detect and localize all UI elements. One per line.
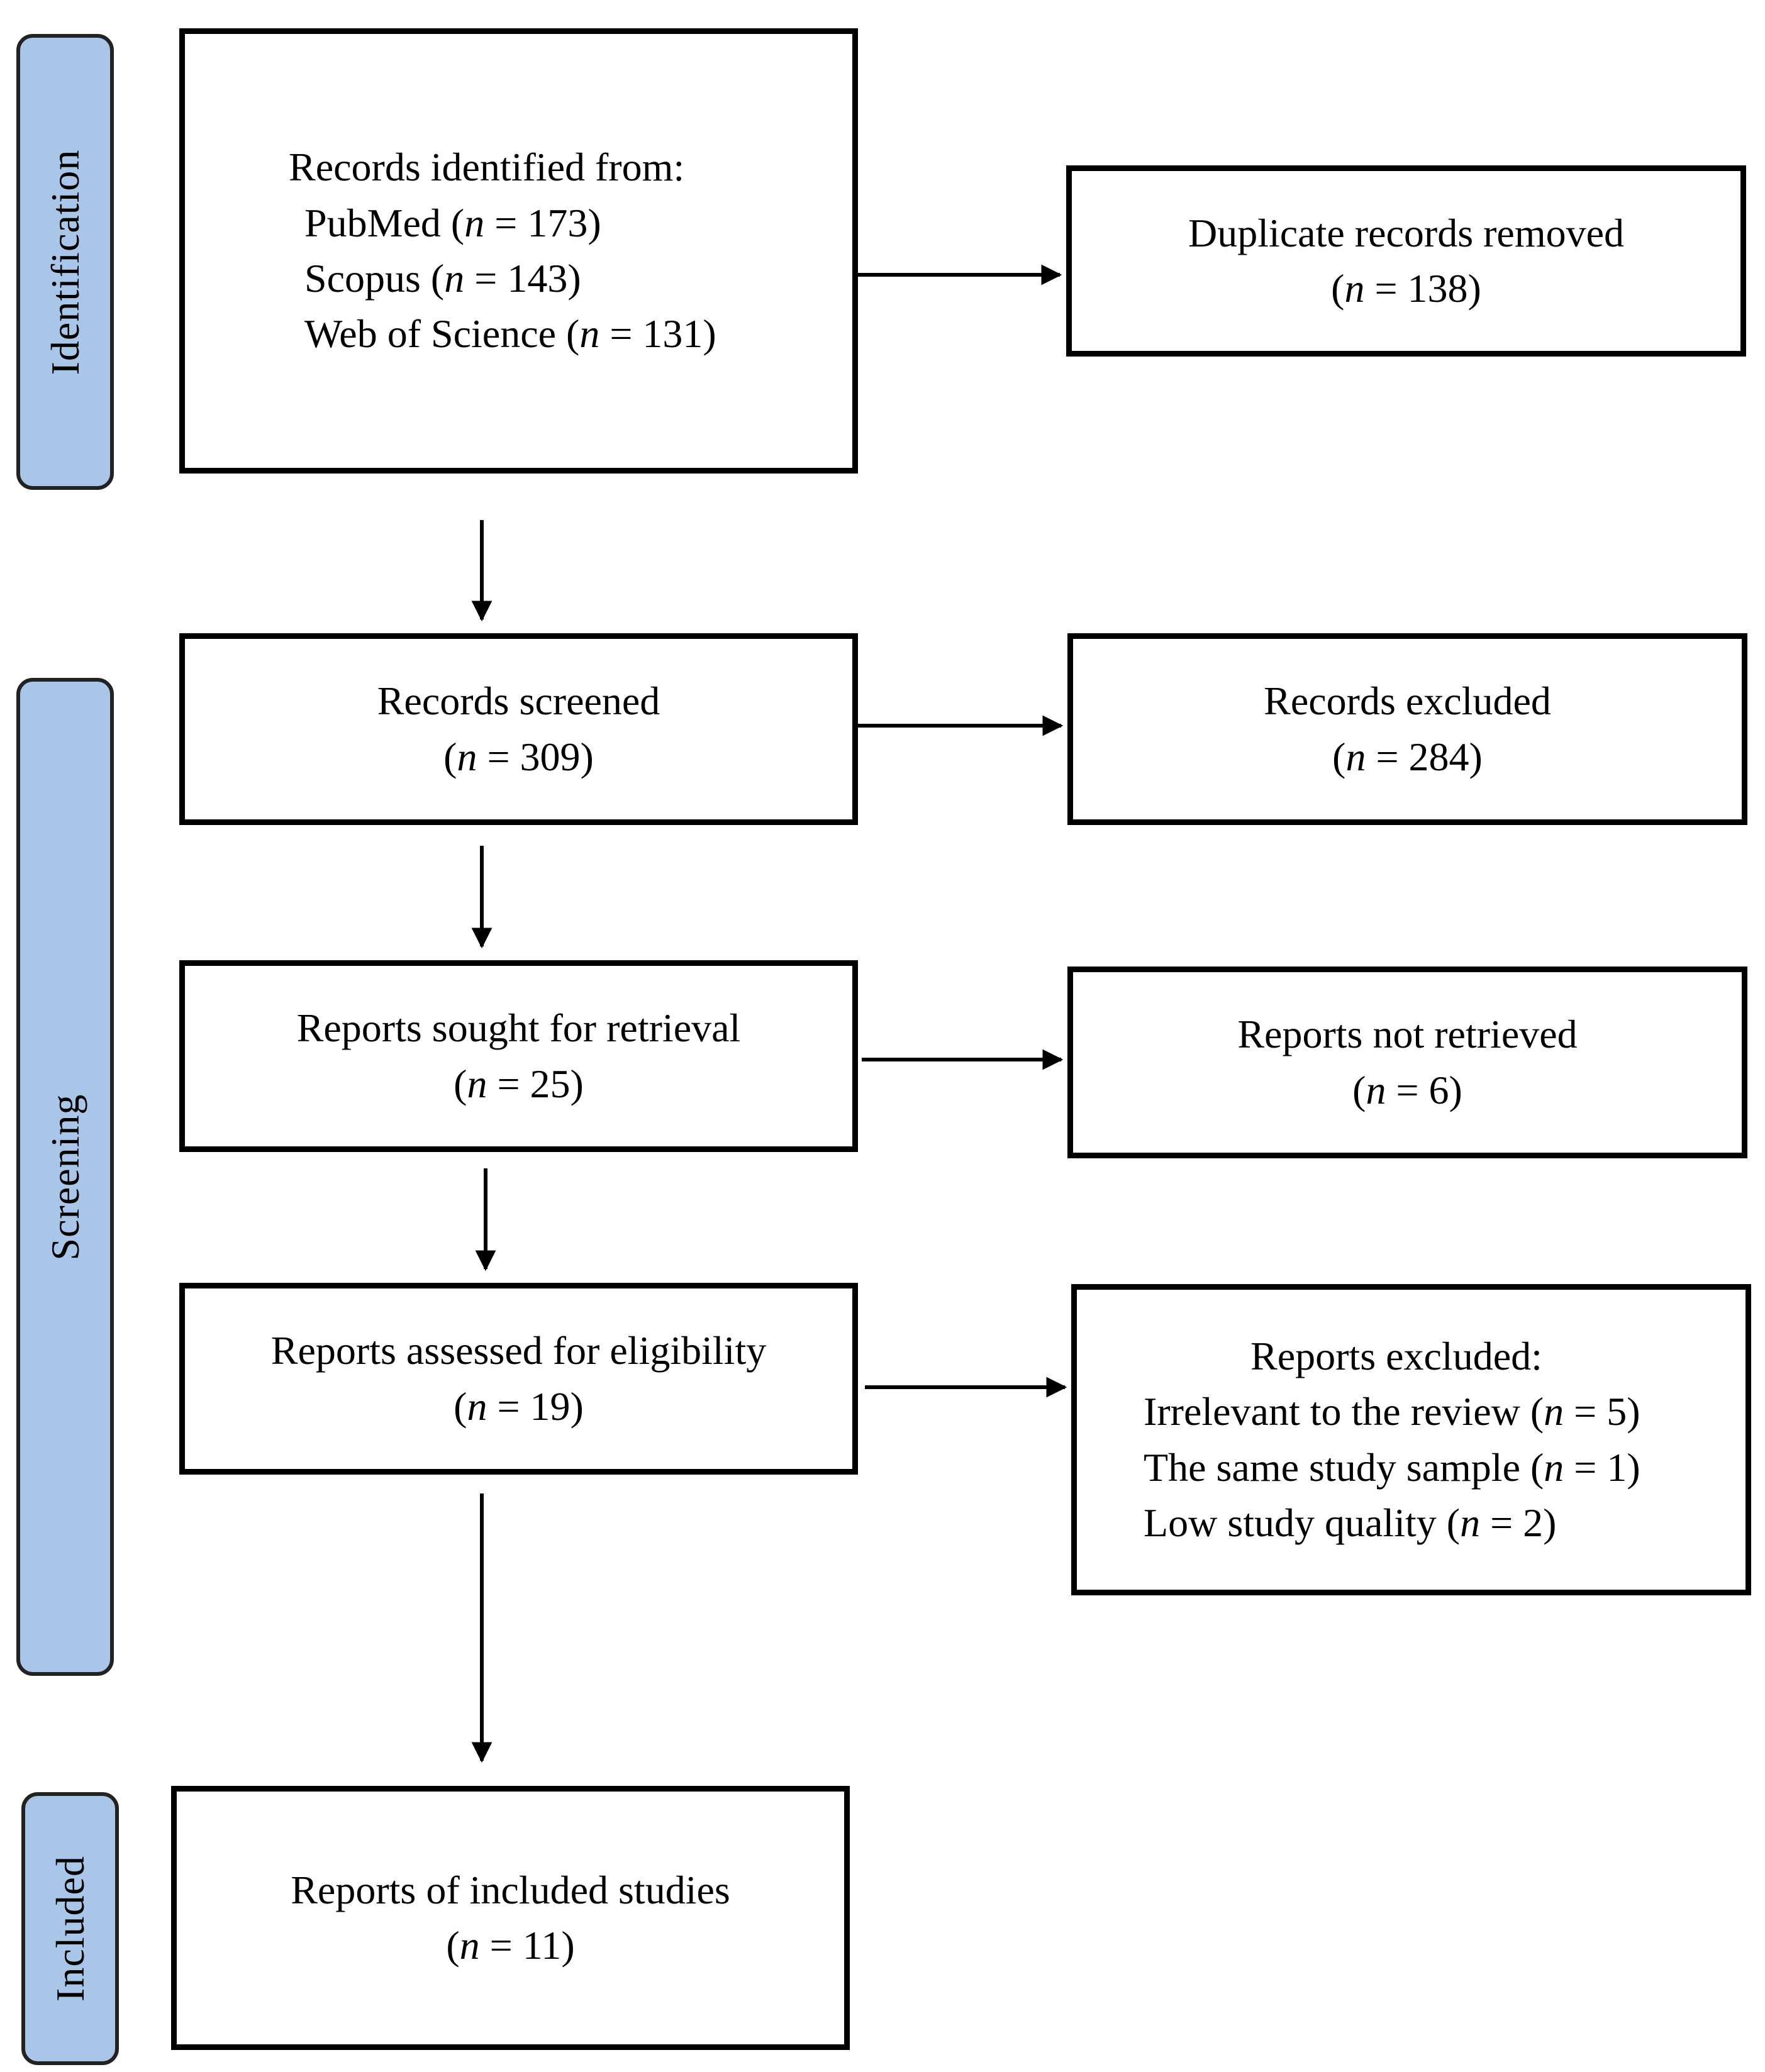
- records-excluded-title: Records excluded: [1264, 679, 1551, 724]
- records-identified-box: Records identified from: PubMed (n = 173…: [179, 28, 858, 474]
- source-web-of-science: Web of Science (n = 131): [304, 311, 716, 357]
- records-screened-box: Records screened (n = 309): [179, 633, 858, 825]
- reports-excluded-box: Reports excluded: Irrelevant to the revi…: [1071, 1284, 1751, 1595]
- reports-sought-title: Reports sought for retrieval: [296, 1006, 741, 1051]
- reports-sought-box: Reports sought for retrieval (n = 25): [179, 960, 858, 1152]
- stage-identification: Identification: [16, 34, 114, 490]
- reports-assessed-box: Reports assessed for eligibility (n = 19…: [179, 1283, 858, 1475]
- source-pubmed: PubMed (n = 173): [304, 200, 601, 245]
- reports-sought-count: (n = 25): [454, 1061, 584, 1106]
- records-identified-title: Records identified from:: [289, 145, 685, 190]
- included-studies-count: (n = 11): [446, 1923, 575, 1968]
- records-excluded-box: Records excluded (n = 284): [1067, 633, 1747, 825]
- reports-not-retrieved-title: Reports not retrieved: [1237, 1012, 1578, 1057]
- reason-irrelevant: Irrelevant to the review (n = 5): [1144, 1389, 1640, 1434]
- duplicates-removed-count: (n = 138): [1331, 266, 1481, 311]
- stage-included: Included: [21, 1792, 119, 2065]
- records-screened-count: (n = 309): [443, 734, 594, 779]
- reports-assessed-title: Reports assessed for eligibility: [270, 1328, 767, 1373]
- source-scopus: Scopus (n = 143): [304, 256, 581, 301]
- reports-not-retrieved-count: (n = 6): [1352, 1067, 1462, 1112]
- reports-assessed-count: (n = 19): [454, 1383, 584, 1429]
- duplicates-removed-title: Duplicate records removed: [1188, 210, 1625, 255]
- reports-excluded-title: Reports excluded:: [1250, 1333, 1542, 1378]
- reports-not-retrieved-box: Reports not retrieved (n = 6): [1067, 967, 1747, 1158]
- reason-same-sample: The same study sample (n = 1): [1144, 1444, 1640, 1490]
- reason-low-quality: Low study quality (n = 2): [1144, 1500, 1557, 1545]
- duplicates-removed-box: Duplicate records removed (n = 138): [1066, 165, 1746, 357]
- records-excluded-count: (n = 284): [1332, 734, 1483, 779]
- included-studies-box: Reports of included studies (n = 11): [171, 1786, 850, 2050]
- stage-screening: Screening: [16, 678, 114, 1676]
- records-screened-title: Records screened: [377, 679, 660, 724]
- included-studies-title: Reports of included studies: [291, 1867, 730, 1912]
